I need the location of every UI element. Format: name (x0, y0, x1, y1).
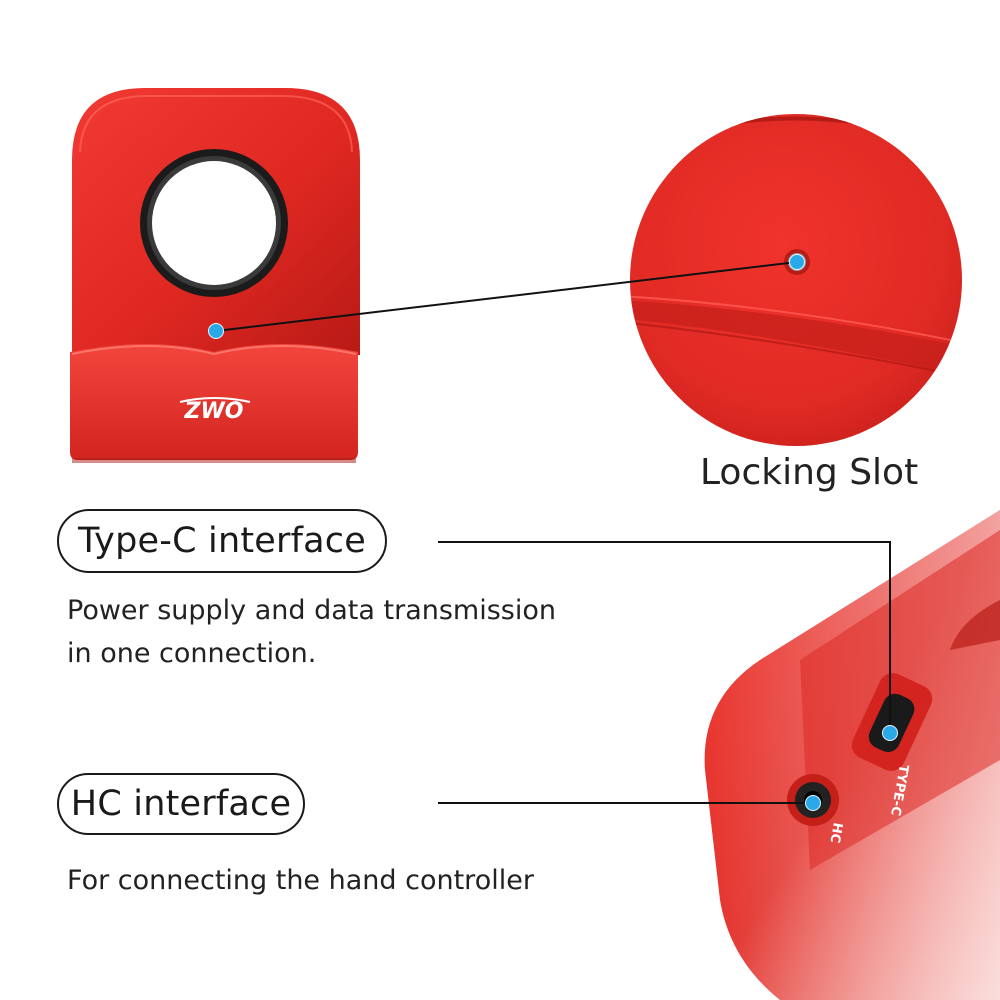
hc-marker (805, 795, 821, 811)
locking-slot-connector (215, 261, 798, 332)
camera-body: TYPE-C HC (704, 510, 1000, 1000)
type-c-description-line1: Power supply and data transmission (67, 595, 556, 626)
locking-slot-label: Locking Slot (700, 452, 919, 493)
type-c-marker (882, 725, 898, 741)
zwo-logo: ZWO (179, 397, 251, 424)
hc-title: HC interface (70, 784, 292, 824)
port-label-hc: HC (827, 821, 845, 844)
type-c-connector (438, 541, 891, 732)
filter-window (152, 161, 276, 285)
type-c-description-line2: in one connection. (67, 638, 317, 669)
hc-title-pill: HC interface (57, 773, 305, 835)
svg-text:ZWO: ZWO (184, 399, 244, 424)
holder-base (70, 344, 358, 460)
type-c-title-pill: Type-C interface (57, 509, 387, 573)
type-c-description: Power supply and data transmission in on… (67, 589, 627, 675)
screw-marker (789, 254, 805, 270)
filter-holder-product: ZWO (70, 88, 360, 463)
type-c-title: Type-C interface (78, 521, 366, 561)
locking-slot-zoom (630, 114, 962, 446)
hc-description: For connecting the hand controller (67, 865, 534, 896)
locking-slot-marker (208, 323, 224, 339)
